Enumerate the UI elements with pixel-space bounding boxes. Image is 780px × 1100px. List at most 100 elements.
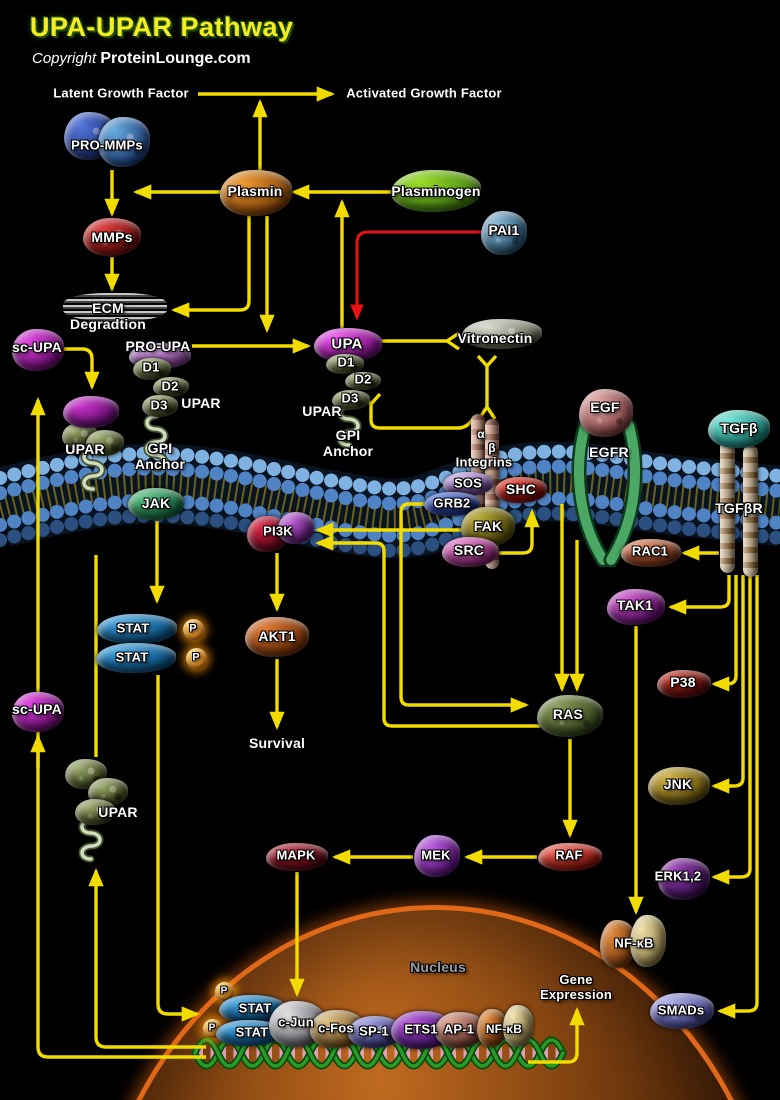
- label-plasminogen: Plasminogen: [391, 183, 481, 200]
- plasmin-blob: [220, 170, 292, 216]
- edge-vitronectin-integrin-link: [476, 354, 498, 420]
- sc-upa-bot-blob: [12, 692, 64, 732]
- edge-tgfbr-smads: [716, 575, 759, 1019]
- label-ecm-degradation: ECM Degradtion: [70, 300, 146, 332]
- ap1-blob: [435, 1012, 485, 1048]
- label-sc-upa-top: sc-UPA: [12, 339, 62, 356]
- label-gpi-anchor-mid: GPI Anchor: [134, 440, 186, 472]
- label-akt1: AKT1: [258, 628, 296, 645]
- label-shc: SHC: [505, 481, 537, 498]
- label-d3-mid: D3: [150, 397, 168, 413]
- copyright-word: Copyright: [32, 50, 97, 67]
- edge-scupa-upar-left: [63, 347, 100, 391]
- label-stat-a: STAT: [116, 620, 150, 636]
- egf-blob: [579, 389, 633, 437]
- edge-tgfbr-jnk: [710, 575, 745, 794]
- label-src: SRC: [453, 542, 485, 559]
- label-d1-mid: D1: [142, 359, 160, 375]
- nfkb-cyto-lobe-b: [630, 915, 666, 967]
- p-b-badge: [185, 647, 207, 669]
- label-smads: SMADs: [657, 1002, 705, 1018]
- nfkb-nuc-lobe-a: [477, 1009, 507, 1047]
- label-plasmin: Plasmin: [227, 183, 283, 200]
- label-tgfb: TGFβ: [720, 420, 758, 437]
- label-jnk: JNK: [663, 776, 693, 793]
- pro-mmps-blob-b: [98, 117, 150, 167]
- nfkb-nuc-lobe-b: [503, 1005, 533, 1047]
- label-stat-b: STAT: [115, 649, 149, 665]
- label-gpi-anchor-right: GPI Anchor: [322, 427, 374, 459]
- tgfb-blob: [708, 410, 770, 448]
- d2-right-blob: [345, 372, 381, 390]
- label-sos: SOS: [453, 475, 483, 491]
- pi3k-purple: [278, 512, 314, 544]
- label-ets1: ETS1: [404, 1021, 438, 1037]
- label-upar-right: UPAR: [302, 403, 342, 420]
- d3-right-blob: [332, 390, 370, 410]
- sc-upa-top-blob: [12, 329, 64, 371]
- mmps-blob: [83, 218, 141, 256]
- label-p-n2: P: [208, 1022, 216, 1034]
- label-rac1: RAC1: [631, 543, 669, 559]
- rac1-blob: [621, 539, 681, 567]
- label-sc-upa-bot: sc-UPA: [12, 701, 62, 718]
- tak1-blob: [607, 589, 665, 625]
- label-upa: UPA: [331, 335, 363, 353]
- label-p-b: P: [192, 651, 200, 664]
- membrane-row-0: [0, 441, 780, 559]
- label-erk12: ERK1,2: [654, 868, 702, 884]
- edge-ras-pi3k: [314, 535, 540, 728]
- edge-dna-scupa: [30, 396, 206, 1059]
- akt1-blob: [245, 617, 309, 657]
- label-cfos: c-Fos: [318, 1020, 354, 1036]
- page-title: UPA-UPAR Pathway: [30, 12, 294, 42]
- label-pi3k: PI3K: [263, 523, 293, 539]
- upar-left-ligand: [63, 396, 119, 428]
- label-mapk: MAPK: [276, 847, 316, 863]
- label-cjun: c-Jun: [278, 1014, 314, 1030]
- label-latent-growth-factor: Latent Growth Factor: [53, 85, 189, 101]
- jak-blob: [128, 488, 184, 520]
- label-vitronectin: Vitronectin: [457, 330, 533, 347]
- label-mek: MEK: [421, 847, 451, 863]
- label-activated-growth-factor: Activated Growth Factor: [346, 85, 502, 101]
- copyright-line: Copyright ProteinLounge.com: [32, 50, 251, 68]
- d1-mid-blob: [133, 358, 171, 380]
- label-fak: FAK: [473, 518, 503, 535]
- edge-tgfbr-tak1: [667, 575, 731, 615]
- label-ras: RAS: [552, 706, 584, 723]
- edge-tgfbr-p38: [710, 575, 738, 692]
- erk12-blob: [658, 858, 710, 900]
- label-mmps: MMPs: [91, 229, 133, 246]
- p38-blob: [657, 670, 711, 698]
- label-d2-right: D2: [354, 371, 372, 387]
- mek-blob: [414, 835, 460, 877]
- label-integrin-alpha: α: [477, 427, 485, 442]
- label-pro-mmps: PRO-MMPs: [71, 137, 143, 153]
- edge-dna-upar: [88, 867, 206, 1049]
- label-sp1: SP-1: [359, 1023, 389, 1039]
- label-survival: Survival: [248, 735, 306, 752]
- stat-b-blob: [96, 643, 176, 673]
- label-gene-expression: Gene Expression: [539, 972, 613, 1002]
- tgfbr-col-b: [742, 445, 758, 577]
- shc-blob: [495, 477, 547, 503]
- plasminogen-blob: [391, 170, 481, 212]
- d2-mid-blob: [153, 377, 189, 397]
- edge-dna-gene-expression: [528, 1006, 585, 1064]
- tgfbr-col-a: [719, 439, 735, 573]
- copyright-brand: ProteinLounge.com: [100, 50, 251, 67]
- label-p-a: P: [189, 622, 197, 635]
- edge-tgfbr-erk12: [710, 575, 752, 885]
- label-egf: EGF: [590, 399, 620, 416]
- stat-a-blob: [97, 614, 177, 644]
- label-stat-n1: STAT: [238, 1000, 272, 1016]
- label-tgfbr: TGFβR: [715, 500, 763, 517]
- raf-blob: [538, 843, 602, 871]
- edge-src-shc: [499, 508, 540, 555]
- d1-right-blob: [326, 354, 364, 374]
- label-stat-n2: STAT: [235, 1024, 269, 1040]
